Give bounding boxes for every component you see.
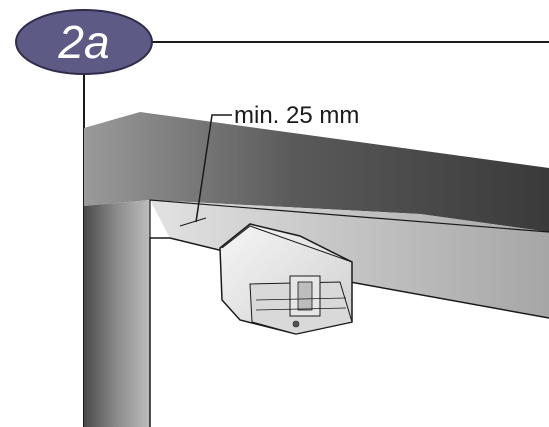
dimension-label: min. 25 mm [234, 102, 359, 129]
screw-hole [292, 320, 300, 328]
contact-unit [219, 223, 353, 335]
frame-beam-top [84, 112, 549, 232]
frame-beam-edge [149, 199, 549, 238]
dimension-indicator: min. 25 mm [179, 102, 359, 227]
frame-post [84, 200, 150, 427]
step-badge: 2a [15, 9, 153, 75]
frame-opening-edge [149, 237, 549, 427]
step-label: 2a [57, 16, 109, 68]
